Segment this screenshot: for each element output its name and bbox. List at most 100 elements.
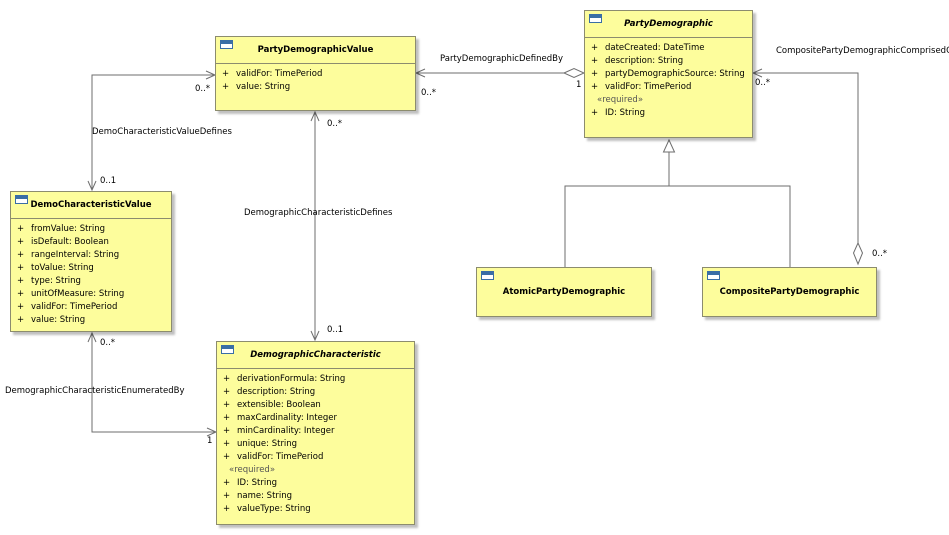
attribute-text: unique: String [237, 439, 298, 449]
class-name: DemoCharacteristicValue [30, 200, 152, 210]
attribute-row: +partyDemographicSource: String [591, 69, 745, 79]
attribute-text: value: String [31, 315, 86, 325]
attribute-text: toValue: String [31, 263, 94, 273]
class-name: PartyDemographicValue [257, 45, 374, 55]
attribute-row: +value: String [17, 315, 86, 325]
attribute-text: fromValue: String [31, 224, 106, 234]
attribute-text: derivationFormula: String [237, 374, 346, 384]
attribute-row: +name: String [223, 491, 293, 501]
class-party-demographic[interactable]: PartyDemographic +dateCreated: DateTime … [584, 10, 753, 138]
attribute-row: +description: String [223, 387, 316, 397]
attribute-row: +unitOfMeasure: String [17, 289, 125, 299]
multiplicity-label: 0..* [195, 84, 211, 94]
class-name: PartyDemographic [624, 19, 713, 29]
attribute-text: maxCardinality: Integer [237, 413, 337, 423]
attribute-row: +validFor: TimePeriod [223, 452, 324, 462]
class-icon [15, 195, 28, 204]
assoc-line-enumerated-by [91, 333, 216, 433]
attribute-text: partyDemographicSource: String [605, 69, 745, 79]
multiplicity-label: 0..* [872, 249, 888, 259]
attribute-list: +fromValue: String +isDefault: Boolean +… [11, 219, 171, 329]
attribute-row: +minCardinality: Integer [223, 426, 335, 436]
class-atomic-party-demographic[interactable]: AtomicPartyDemographic [476, 267, 652, 317]
attribute-row: +extensible: Boolean [223, 400, 321, 410]
multiplicity-label: 1 [207, 436, 213, 446]
attribute-row: +ID: String [223, 478, 277, 488]
class-header: PartyDemographic [585, 11, 752, 38]
class-demographic-characteristic[interactable]: DemographicCharacteristic +derivationFor… [216, 341, 415, 525]
arrowhead-defines-top [310, 110, 320, 122]
attribute-row: +derivationFormula: String [223, 374, 346, 384]
multiplicity-label: 0..* [755, 78, 771, 88]
assoc-label-party-demographic-defined-by: PartyDemographicDefinedBy [440, 54, 563, 64]
multiplicity-label: 0..* [100, 338, 116, 348]
assoc-label-composite-comprised-of: CompositePartyDemographicComprisedOf [776, 46, 949, 56]
arrowhead-party-demographic [751, 68, 763, 78]
attribute-row: +valueType: String [223, 504, 311, 514]
attribute-row: +description: String [591, 56, 684, 66]
class-icon [220, 40, 233, 49]
attribute-row: +ID: String [591, 108, 645, 118]
class-icon [707, 271, 720, 280]
assoc-line-composite-comprised-of [753, 72, 859, 243]
attribute-list: +derivationFormula: String +description:… [217, 369, 414, 518]
attribute-row: +isDefault: Boolean [17, 237, 109, 247]
attribute-list: +dateCreated: DateTime +description: Str… [585, 38, 752, 122]
attribute-text: validFor: TimePeriod [605, 82, 692, 92]
class-icon [589, 14, 602, 23]
assoc-line-demo-characteristic-value-defines [91, 74, 215, 190]
attribute-text: validFor: TimePeriod [237, 452, 324, 462]
class-composite-party-demographic[interactable]: CompositePartyDemographic [702, 267, 877, 317]
attribute-text: validFor: TimePeriod [236, 69, 323, 79]
attribute-text: minCardinality: Integer [237, 426, 335, 436]
attribute-list: +validFor: TimePeriod +value: String [216, 64, 415, 96]
multiplicity-label: 0..1 [100, 176, 117, 186]
generalization-triangle [662, 138, 676, 153]
attribute-text: dateCreated: DateTime [605, 43, 705, 53]
attribute-text: ID: String [237, 478, 277, 488]
aggregation-diamond-party-demographic [562, 67, 586, 79]
class-name: DemographicCharacteristic [250, 350, 381, 360]
attribute-text: type: String [31, 276, 81, 286]
arrowhead-party-demographic-value [414, 68, 426, 78]
class-header: AtomicPartyDemographic [477, 268, 651, 316]
multiplicity-label: 1 [576, 80, 582, 90]
attribute-text: extensible: Boolean [237, 400, 321, 410]
attribute-row: +validFor: TimePeriod [591, 82, 692, 92]
attribute-text: description: String [605, 56, 684, 66]
attribute-row: +validFor: TimePeriod [222, 69, 323, 79]
attribute-text: name: String [237, 491, 293, 501]
stereotype-required: «required» [597, 95, 644, 105]
attribute-row: +maxCardinality: Integer [223, 413, 337, 423]
generalization-branches [564, 185, 791, 267]
assoc-label-demographic-characteristic-enumerated-by: DemographicCharacteristicEnumeratedBy [5, 386, 185, 396]
arrowhead-demo-value-defines-bottom [87, 180, 97, 192]
attribute-text: isDefault: Boolean [31, 237, 109, 247]
class-header: DemoCharacteristicValue [11, 192, 171, 219]
class-name: CompositePartyDemographic [719, 287, 860, 297]
aggregation-diamond-composite [852, 241, 864, 266]
attribute-row: +rangeInterval: String [17, 250, 120, 260]
attribute-text: value: String [236, 82, 291, 92]
attribute-text: valueType: String [237, 504, 311, 514]
multiplicity-label: 0..1 [327, 325, 344, 335]
attribute-row: +validFor: TimePeriod [17, 302, 118, 312]
attribute-text: description: String [237, 387, 316, 397]
multiplicity-label: 0..* [327, 119, 343, 129]
attribute-row: +type: String [17, 276, 81, 286]
class-demo-characteristic-value[interactable]: DemoCharacteristicValue +fromValue: Stri… [10, 191, 172, 332]
attribute-row: +value: String [222, 82, 291, 92]
attribute-text: validFor: TimePeriod [31, 302, 118, 312]
attribute-row: +fromValue: String [17, 224, 106, 234]
attribute-row: +unique: String [223, 439, 298, 449]
multiplicity-label: 0..* [421, 88, 437, 98]
attribute-text: rangeInterval: String [31, 250, 120, 260]
attribute-text: unitOfMeasure: String [31, 289, 125, 299]
attribute-row: +dateCreated: DateTime [591, 43, 705, 53]
stereotype-required: «required» [229, 465, 276, 475]
arrowhead-defines-bottom [310, 330, 320, 342]
class-header: CompositePartyDemographic [703, 268, 876, 316]
class-party-demographic-value[interactable]: PartyDemographicValue +validFor: TimePer… [215, 36, 416, 111]
attribute-text: ID: String [605, 108, 645, 118]
